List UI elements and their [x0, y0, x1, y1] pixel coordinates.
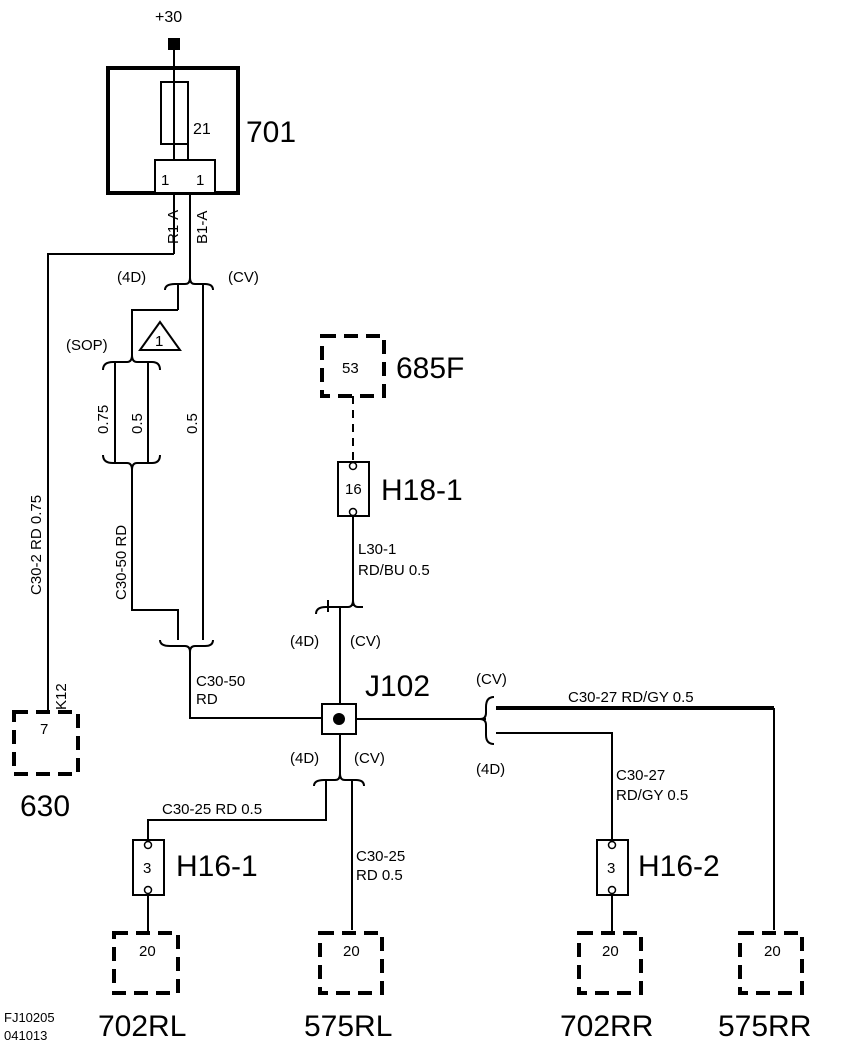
wire-c30-50-vertical: C30-50 RD — [113, 525, 130, 600]
wire-c30-27-top: C30-27 RD/GY 0.5 — [568, 689, 694, 706]
wire-b1a: B1-A — [194, 211, 211, 244]
connector-702rr-pin: 20 — [602, 943, 619, 960]
splice-mid-4d: (4D) — [290, 633, 319, 650]
connector-702rl — [112, 931, 180, 995]
connector-h18-1-id: H18-1 — [381, 474, 463, 507]
pin-right: 1 — [196, 172, 204, 189]
connector-702rr — [577, 931, 643, 995]
note-triangle — [138, 320, 182, 351]
connector-702rl-pin: 20 — [139, 943, 156, 960]
connector-575rr-id: 575RR — [718, 1010, 811, 1043]
connector-h16-1-id: H16-1 — [176, 850, 258, 883]
wire-c30-50-h2: RD — [196, 691, 218, 708]
pin-left: 1 — [161, 172, 169, 189]
wire-c30-50-h1: C30-50 — [196, 673, 245, 690]
splice-sop: (SOP) — [66, 337, 108, 354]
connector-h16-1-pin: 3 — [143, 860, 151, 877]
note-number: 1 — [155, 333, 163, 350]
connector-702rl-id: 702RL — [98, 1010, 186, 1043]
connector-685f-id: 685F — [396, 352, 464, 385]
wire-l30-1: L30-1 — [358, 541, 396, 558]
fuse-pin-block — [154, 159, 216, 194]
wire-l30-1-color: RD/BU 0.5 — [358, 562, 430, 579]
wire-r1a: R1-A — [165, 210, 182, 244]
connector-h18-1-pin: 16 — [345, 481, 362, 498]
splice-right-4d: (4D) — [476, 761, 505, 778]
figure-code-1: FJ10205 — [4, 1010, 55, 1025]
splice-low-cv: (CV) — [354, 750, 385, 767]
connector-575rl — [318, 931, 384, 995]
connector-575rr — [738, 931, 804, 995]
wire-c30-25-left: C30-25 RD 0.5 — [162, 801, 262, 818]
junction-j102-id: J102 — [365, 670, 430, 703]
connector-575rl-id: 575RL — [304, 1010, 392, 1043]
connector-h16-2-pin: 3 — [607, 860, 615, 877]
connector-h18-1 — [337, 461, 370, 517]
splice-top-4d: (4D) — [117, 269, 146, 286]
splice-mid-cv: (CV) — [350, 633, 381, 650]
connector-575rr-pin: 20 — [764, 943, 781, 960]
wire-05-a: 0.5 — [129, 413, 146, 434]
wire-075: 0.75 — [95, 405, 112, 434]
splice-top-cv: (CV) — [228, 269, 259, 286]
connector-685f-pin: 53 — [342, 360, 359, 377]
connector-630-pin: 7 — [40, 721, 48, 738]
figure-code-2: 041013 — [4, 1028, 47, 1043]
junction-j102-dot — [333, 713, 345, 725]
wire-c30-25-right: C30-25 — [356, 848, 405, 865]
supply-terminal — [168, 38, 180, 50]
connector-575rl-pin: 20 — [343, 943, 360, 960]
wire-c30-25-right-color: RD 0.5 — [356, 867, 403, 884]
connector-h16-2-id: H16-2 — [638, 850, 720, 883]
connector-630 — [12, 710, 80, 776]
wire-c30-2: C30-2 RD 0.75 — [28, 495, 45, 595]
wire-c30-27-lower-color: RD/GY 0.5 — [616, 787, 688, 804]
wire-k12: K12 — [53, 683, 70, 710]
connector-630-id: 630 — [20, 790, 70, 823]
connector-685f — [320, 334, 386, 398]
connector-702rr-id: 702RR — [560, 1010, 653, 1043]
wire-05-b: 0.5 — [184, 413, 201, 434]
fuse-box-id: 701 — [246, 116, 296, 149]
splice-right-cv: (CV) — [476, 671, 507, 688]
wire-c30-27-lower: C30-27 — [616, 767, 665, 784]
splice-low-4d: (4D) — [290, 750, 319, 767]
junction-j102 — [321, 703, 357, 735]
fuse-number: 21 — [193, 121, 211, 138]
supply-label: +30 — [155, 9, 182, 26]
